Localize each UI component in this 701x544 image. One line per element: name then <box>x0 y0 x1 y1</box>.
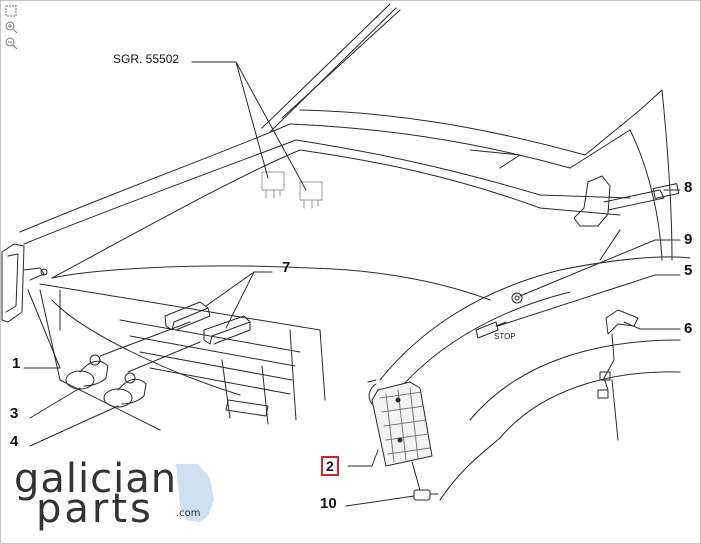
lamp-lens-part <box>367 379 433 491</box>
steering-switch-part <box>573 175 680 227</box>
zoom-in-icon[interactable] <box>4 20 18 34</box>
fit-icon[interactable] <box>4 4 18 18</box>
callout-5[interactable]: 5 <box>684 262 693 279</box>
fender-outline <box>379 89 691 501</box>
callout-10[interactable]: 10 <box>320 495 337 512</box>
logo-line-1: galician <box>14 456 178 502</box>
callout-6[interactable]: 6 <box>684 320 693 337</box>
windshield-outline <box>261 3 663 169</box>
sgr-reference-label: SGR. 55502 <box>113 52 180 66</box>
callout-8[interactable]: 8 <box>684 179 693 196</box>
logo-graphic <box>176 464 214 522</box>
bulb-part <box>413 489 439 501</box>
callout-7[interactable]: 7 <box>282 259 291 276</box>
leader-lines <box>23 61 681 507</box>
zoom-out-icon[interactable] <box>4 36 18 50</box>
side-lamp <box>1 243 48 323</box>
logo-line-2: parts <box>36 486 154 532</box>
callout-1[interactable]: 1 <box>12 355 21 372</box>
callout-3[interactable]: 3 <box>10 405 19 422</box>
grille-outline <box>39 283 326 431</box>
callout-9[interactable]: 9 <box>684 231 693 248</box>
relay-sensor-part <box>597 309 639 399</box>
hood-outline <box>19 123 631 301</box>
bracket-parts <box>164 301 251 345</box>
callout-4[interactable]: 4 <box>10 433 19 450</box>
logo-domain: .com <box>176 508 201 519</box>
relay-parts <box>261 171 323 209</box>
horn-parts <box>65 354 147 408</box>
stop-switch-parts <box>475 292 523 339</box>
callout-2[interactable]: 2 <box>321 456 339 476</box>
zoom-toolbar <box>4 4 20 52</box>
stop-label: STOP <box>494 332 516 341</box>
